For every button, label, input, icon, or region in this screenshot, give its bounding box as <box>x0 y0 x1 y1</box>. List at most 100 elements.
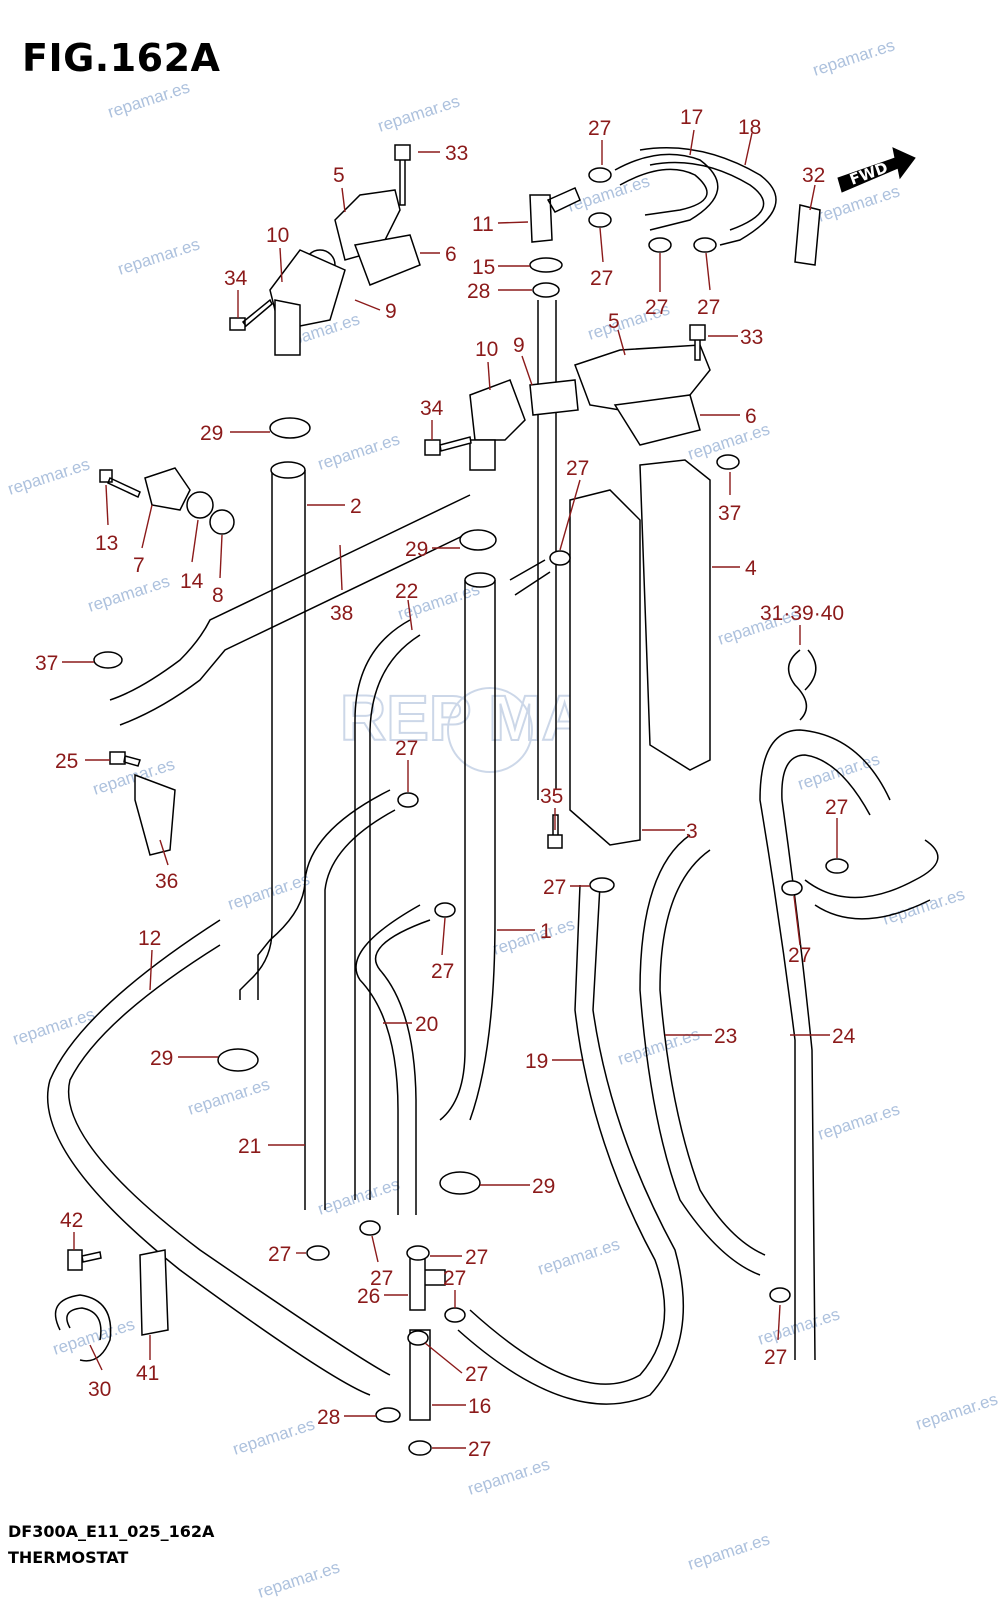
clamp-29-mid <box>459 529 497 551</box>
callout-label: 30 <box>88 1378 111 1401</box>
callout-label: 27 <box>566 457 589 480</box>
clamp-27 <box>588 212 612 228</box>
callout-label: 3 <box>686 820 698 843</box>
callout-label: 27 <box>443 1267 466 1290</box>
hose-12 <box>46 919 391 1396</box>
bolt-34-lower <box>424 436 472 456</box>
clamp-27 <box>781 880 803 896</box>
callout-label: 27 <box>465 1363 488 1386</box>
o-ring-14 <box>186 491 214 519</box>
callout-label: 35 <box>540 785 563 808</box>
callout-label: 23 <box>714 1025 737 1048</box>
hose-17 <box>614 153 719 231</box>
callout-label: 5 <box>333 164 345 187</box>
callout-label: 34 <box>224 267 248 290</box>
watermark: repamar.es <box>85 571 172 615</box>
hose-22 <box>354 619 421 1200</box>
figure-title: FIG.162A <box>22 36 221 80</box>
clamp-27 <box>549 550 571 566</box>
watermark: repamar.es <box>465 1454 552 1498</box>
clamp-27 <box>825 858 849 874</box>
water-jacket-cover-3 <box>569 489 641 846</box>
callout-label: 27 <box>543 876 566 899</box>
hose-16 <box>409 1329 431 1421</box>
callout-label: 7 <box>133 554 145 577</box>
elbow-11 <box>529 187 581 243</box>
housing-10-outlet-upper <box>274 299 301 356</box>
gasket-6-upper <box>353 234 421 286</box>
clamp-28-top <box>532 282 560 298</box>
thermostat-cover-5-lower <box>574 344 711 411</box>
callout-label: 5 <box>608 310 620 333</box>
callout-label: 1 <box>540 920 552 943</box>
callout-label: 15 <box>472 256 495 279</box>
callout-label: 10 <box>475 338 498 361</box>
callout-label: 10 <box>266 224 289 247</box>
callout-label: 27 <box>370 1267 393 1290</box>
fitting-8 <box>209 509 235 535</box>
clamp-27 <box>397 792 419 808</box>
watermark: repamar.es <box>755 1304 842 1348</box>
bolt-34-upper <box>229 298 273 331</box>
watermark: repamar.es <box>10 1004 97 1048</box>
callout-label: 6 <box>445 243 457 266</box>
watermark: repamar.es <box>5 454 92 498</box>
clamp-30 <box>54 1294 112 1362</box>
fwd-arrow: FWD <box>837 147 916 193</box>
bracket-32 <box>794 204 821 266</box>
clamp-27 <box>408 1440 432 1456</box>
callout-label: 27 <box>465 1246 488 1269</box>
clamp-27 <box>359 1220 381 1236</box>
callout-layer: 33 5 10 6 34 9 29 27 17 18 32 11 15 28 2… <box>35 106 856 1461</box>
callout-label: 27 <box>395 737 418 760</box>
callout-label: 27 <box>431 960 454 983</box>
watermark: repamar.es <box>815 1099 902 1143</box>
pipe-1 <box>439 580 496 1121</box>
bolt-35 <box>547 814 563 849</box>
clamp-29-lower-left <box>217 1048 259 1072</box>
clamp-29-upper <box>269 417 311 439</box>
callout-label: 26 <box>357 1285 380 1308</box>
callout-label: 41 <box>136 1362 159 1385</box>
callout-label: 27 <box>468 1438 491 1461</box>
cover-7 <box>144 467 191 511</box>
callout-label: 2 <box>350 495 362 518</box>
hose-24-branch <box>804 839 939 920</box>
callout-label: 17 <box>680 106 703 129</box>
callout-label: 27 <box>590 267 613 290</box>
watermark: repamar.es <box>880 884 967 928</box>
clamp-27 <box>693 237 717 253</box>
callout-label: 36 <box>155 870 178 893</box>
fwd-label: FWD <box>847 158 890 188</box>
hose-18 <box>639 147 777 246</box>
callout-label: 27 <box>825 796 848 819</box>
callout-label: 29 <box>200 422 223 445</box>
watermark: repamar.es <box>815 181 902 225</box>
callout-label: 19 <box>525 1050 548 1073</box>
clamp-27 <box>589 877 615 893</box>
callout-label: 31·39·40 <box>760 602 844 625</box>
watermark: repamar.es <box>913 1389 1000 1433</box>
callout-label: 8 <box>212 584 224 607</box>
callout-label: 27 <box>645 296 668 319</box>
callout-label: 32 <box>802 164 825 187</box>
gasket-6-lower <box>613 394 701 446</box>
callout-label: 14 <box>180 570 204 593</box>
clamp-27 <box>434 902 456 918</box>
bolt-33-lower <box>689 324 706 361</box>
callout-label: 16 <box>468 1395 491 1418</box>
callout-label: 11 <box>472 213 494 236</box>
pipe-2-top <box>270 461 306 479</box>
callout-label: 33 <box>740 326 763 349</box>
watermark: repamar.es <box>375 91 462 135</box>
thermostat-housing-10-lower <box>469 379 526 441</box>
callout-label: 27 <box>588 117 611 140</box>
watermark: repamar.es <box>315 1174 402 1218</box>
clamp-37-left <box>93 651 123 669</box>
callout-label: 33 <box>445 142 468 165</box>
hose-23 <box>639 834 766 1276</box>
clamp-37-right <box>716 454 740 470</box>
callout-label: 6 <box>745 405 757 428</box>
clamp-27 <box>407 1330 429 1346</box>
housing-10-outlet-lower <box>469 439 496 471</box>
